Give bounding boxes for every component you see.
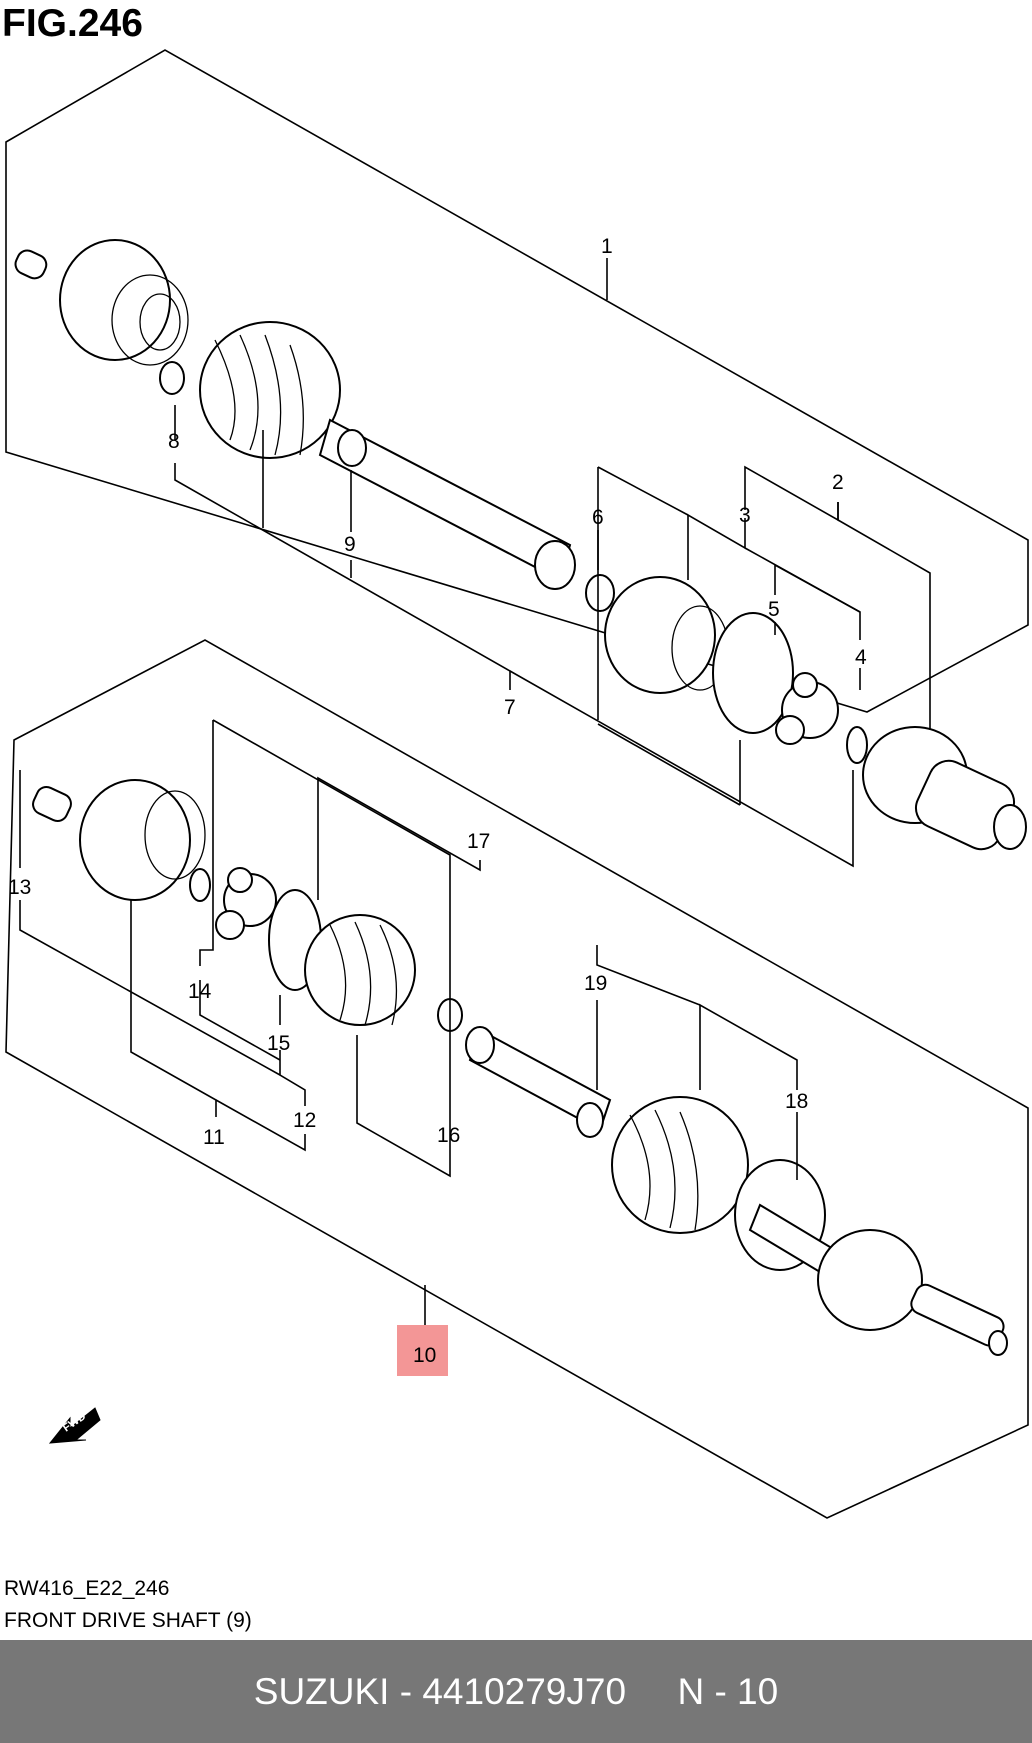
lower-tripod-joint [215, 867, 277, 940]
callout-19: 19 [584, 972, 607, 995]
upper-inner-boot [604, 576, 794, 734]
callout-8: 8 [168, 430, 180, 453]
callout-labels: 1 2 3 4 5 6 7 8 9 10 11 12 13 14 15 16 1… [8, 235, 867, 1367]
upper-assembly-frame [5, 49, 1029, 713]
diagram-caption: FRONT DRIVE SHAFT (9) [4, 1609, 252, 1632]
callout-9: 9 [344, 533, 356, 556]
callout-4: 4 [855, 646, 867, 669]
lower-inner-boot [268, 889, 463, 1032]
callout-10-highlight [397, 1325, 448, 1376]
callout-7: 7 [504, 696, 516, 719]
exploded-parts-diagram: FWD [5, 49, 1029, 1519]
figure-title: FIG.246 [2, 2, 143, 45]
footer-bar: SUZUKI - 4410279J70 N - 10 [0, 1640, 1032, 1743]
callout-5: 5 [768, 598, 780, 621]
callout-16: 16 [437, 1124, 460, 1147]
upper-inner-housing [862, 726, 1027, 851]
fwd-arrow-icon: FWD [48, 1407, 101, 1444]
callout-13: 13 [8, 876, 31, 899]
callout-18: 18 [785, 1090, 808, 1113]
callout-15: 15 [267, 1032, 290, 1055]
callout-1: 1 [601, 235, 613, 258]
upper-outer-joint [14, 239, 189, 366]
diagram-code: RW416_E22_246 [4, 1577, 170, 1600]
callout-12: 12 [293, 1109, 316, 1132]
leader-lines [19, 258, 931, 1325]
lower-assembly-frame [5, 639, 1029, 1519]
upper-tripod-joint [775, 672, 868, 764]
callout-11: 11 [203, 1126, 225, 1149]
footer-part-number: SUZUKI - 4410279J70 N - 10 [253, 1670, 779, 1712]
callout-10: 10 [413, 1344, 436, 1367]
lower-shaft [465, 1026, 612, 1138]
callout-14: 14 [188, 980, 212, 1003]
lower-outer-boot [611, 1096, 862, 1292]
callout-2: 2 [832, 471, 844, 494]
callout-17: 17 [467, 830, 490, 853]
lower-inner-housing [32, 779, 211, 902]
upper-shaft [318, 418, 615, 612]
upper-outer-boot [159, 321, 341, 459]
lower-outer-joint [817, 1229, 1008, 1356]
callout-6: 6 [592, 506, 604, 529]
callout-3: 3 [739, 504, 751, 527]
